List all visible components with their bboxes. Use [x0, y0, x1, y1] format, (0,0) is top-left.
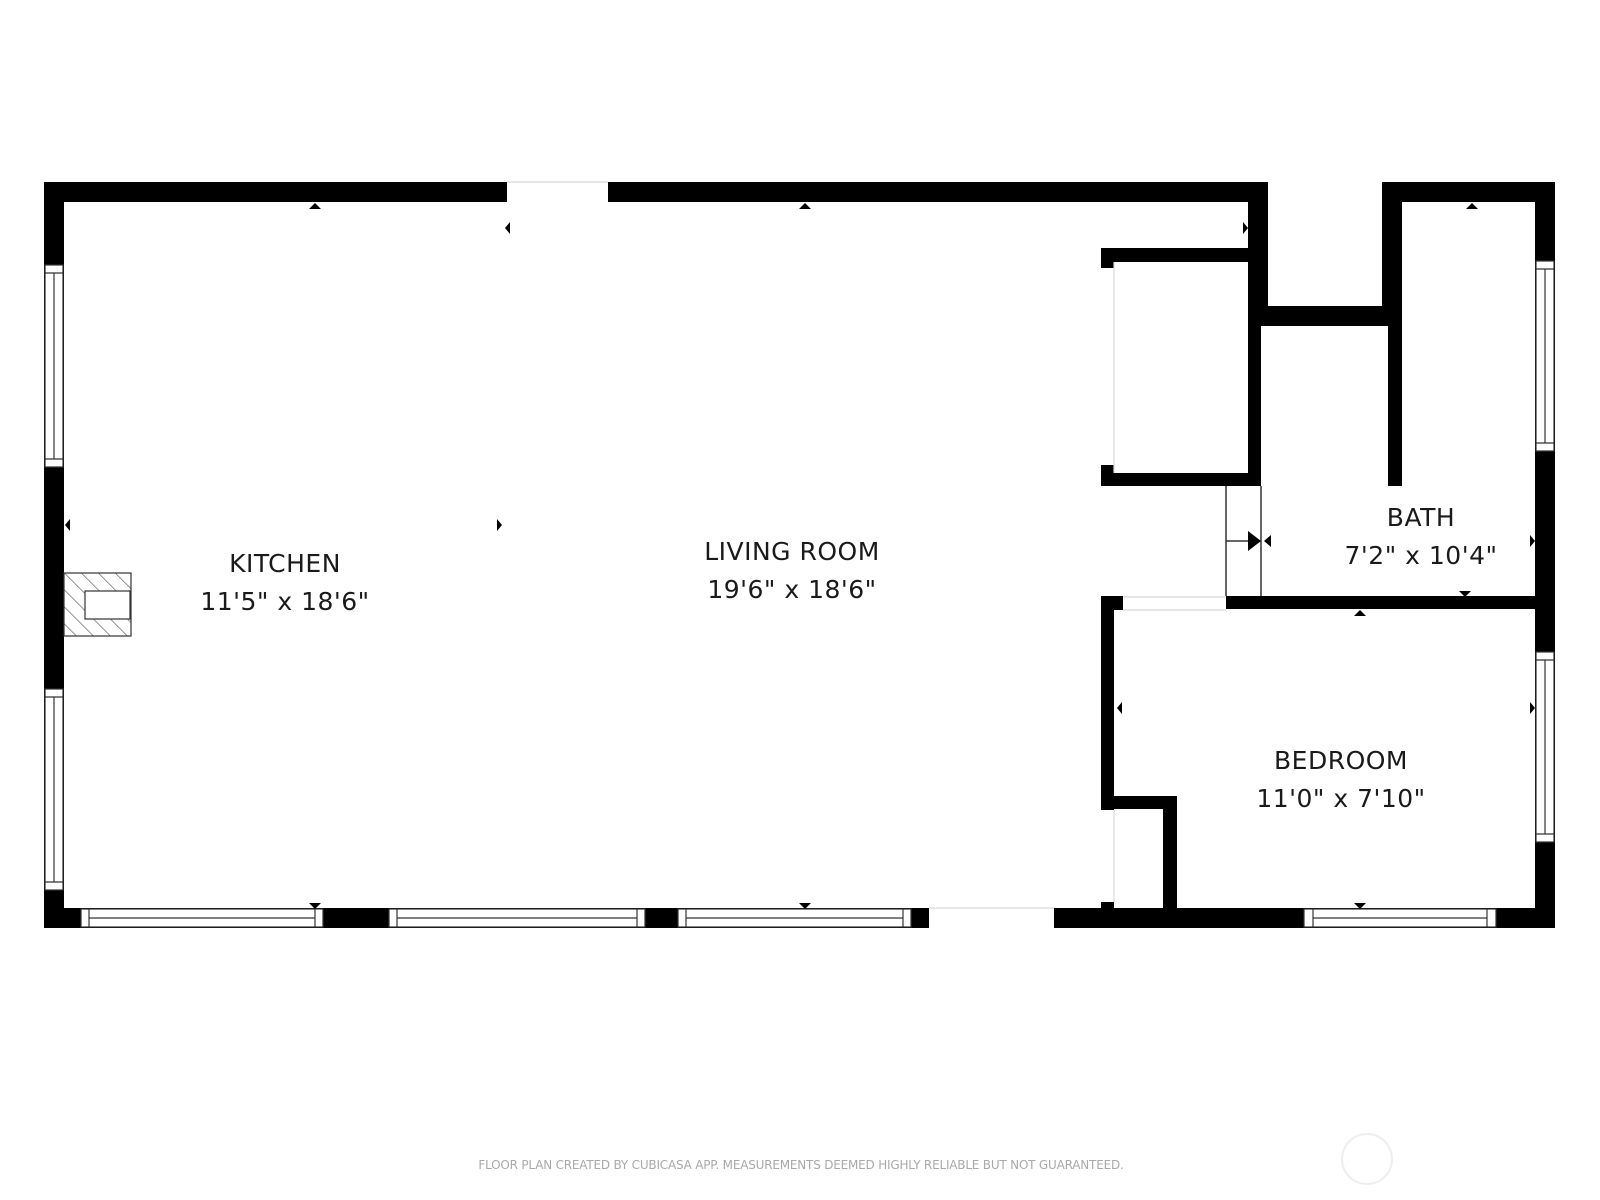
- marker-left-icon: [505, 222, 510, 234]
- room-dimensions: 7'2" x 10'4": [1344, 541, 1498, 570]
- room-name: BATH: [1386, 503, 1456, 532]
- marker-left-icon: [1117, 702, 1122, 714]
- window-left-lower: [44, 688, 64, 891]
- room-label-living-room: LIVING ROOM 19'6" x 18'6": [704, 539, 880, 602]
- room-name: KITCHEN: [229, 549, 341, 578]
- room-name: LIVING ROOM: [704, 537, 880, 566]
- marker-left-icon: [65, 519, 70, 531]
- marker-down-icon: [1354, 903, 1366, 909]
- marker-right-icon: [1243, 222, 1248, 234]
- marker-down-icon: [309, 903, 321, 909]
- marker-left-icon: [1264, 535, 1271, 547]
- window-bedroom-bottom: [1303, 908, 1497, 928]
- window-bath-right: [1535, 260, 1555, 452]
- windows: [44, 260, 1555, 928]
- measurement-markers: [65, 203, 1535, 909]
- marker-up-icon: [799, 203, 811, 209]
- disclaimer-text: FLOOR PLAN CREATED BY CUBICASA APP. MEAS…: [478, 1158, 1124, 1172]
- window-bedroom-right: [1535, 651, 1555, 843]
- door-swing-arrow-icon: [1248, 531, 1261, 551]
- room-dimensions: 11'0" x 7'10": [1256, 784, 1426, 813]
- marker-down-icon: [799, 903, 811, 909]
- marker-up-icon: [309, 203, 321, 209]
- marker-down-icon: [1459, 591, 1471, 597]
- room-label-bath: BATH 7'2" x 10'4": [1345, 505, 1498, 568]
- window-bottom-2: [388, 908, 646, 928]
- room-label-kitchen: KITCHEN 11'5" x 18'6": [200, 551, 369, 614]
- fireplace-icon: [63, 572, 132, 637]
- marker-up-icon: [1466, 203, 1478, 209]
- room-name: BEDROOM: [1274, 746, 1408, 775]
- window-bottom-1: [80, 908, 324, 928]
- cubicasa-logo-icon: [1341, 1133, 1393, 1185]
- marker-right-icon: [1530, 535, 1535, 547]
- interior-walls: [1101, 248, 1555, 928]
- marker-right-icon: [1530, 702, 1535, 714]
- window-left-upper: [44, 264, 64, 468]
- marker-up-icon: [1354, 610, 1366, 616]
- room-label-bedroom: BEDROOM 11'0" x 7'10": [1256, 748, 1425, 811]
- openings: [507, 181, 1226, 909]
- window-bottom-3: [677, 908, 912, 928]
- marker-right-icon: [497, 519, 502, 531]
- room-dimensions: 11'5" x 18'6": [200, 587, 370, 616]
- room-dimensions: 19'6" x 18'6": [707, 575, 877, 604]
